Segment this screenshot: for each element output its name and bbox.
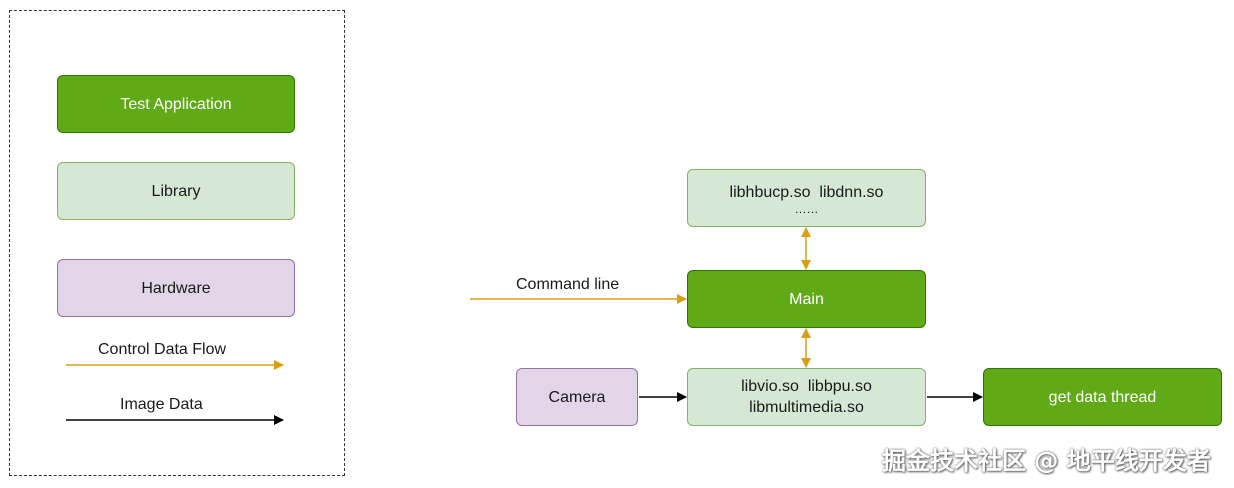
system-libraries-line1: libhbucp.so libdnn.so: [729, 183, 884, 201]
command-line-label: Command line: [516, 276, 620, 293]
legend-control-data-flow-label: Control Data Flow: [98, 341, 227, 358]
media-libraries-line2: libmultimedia.so: [749, 399, 864, 416]
media-libraries-line1: libvio.so libbpu.so: [741, 378, 872, 395]
legend-hardware-box: Hardware: [57, 259, 295, 317]
legend-test-application-box: Test Application: [57, 75, 295, 133]
main-label: Main: [789, 290, 824, 308]
get-data-thread-label: get data thread: [1048, 388, 1157, 406]
get-data-thread-box: get data thread: [983, 368, 1222, 426]
main-box: Main: [687, 270, 926, 328]
media-libraries-box: libvio.so libbpu.so libmultimedia.so: [687, 368, 926, 426]
legend-test-application-label: Test Application: [120, 95, 232, 113]
legend-library-label: Library: [151, 182, 201, 200]
legend-image-data-label: Image Data: [120, 396, 203, 413]
legend-library-box: Library: [57, 162, 295, 220]
camera-label: Camera: [548, 388, 606, 406]
legend-frame: [9, 10, 345, 476]
system-libraries-box: libhbucp.so libdnn.so ……: [687, 169, 926, 227]
watermark-text: 掘金技术社区 @ 地平线开发者: [882, 447, 1211, 475]
camera-box: Camera: [516, 368, 638, 426]
system-libraries-line2: ……: [794, 201, 819, 216]
legend-hardware-label: Hardware: [141, 279, 211, 297]
